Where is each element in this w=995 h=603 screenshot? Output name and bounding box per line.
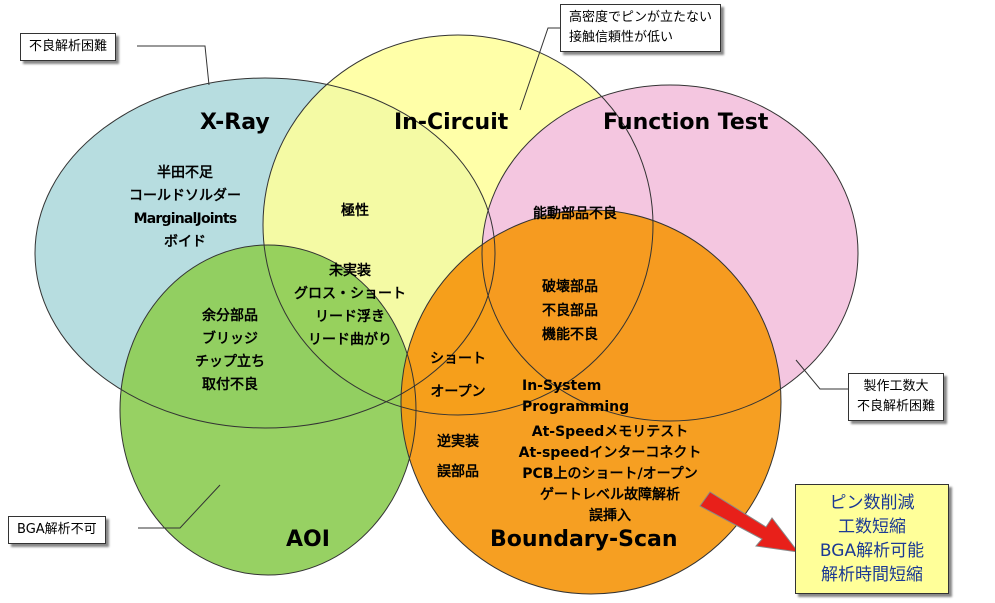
arrow-icon bbox=[699, 491, 800, 553]
incircuit-items: 極性 bbox=[320, 200, 390, 223]
list-item: グロス・ショート bbox=[294, 286, 406, 302]
callout-incircuit: 高密度でピンが立たない 接触信頼性が低い bbox=[560, 4, 722, 52]
benefits-box: ピン数削減 工数短縮 BGA解析可能 解析時間短縮 bbox=[795, 484, 949, 594]
incircuit-title: In-Circuit bbox=[394, 110, 509, 135]
list-item: In-System bbox=[522, 378, 602, 394]
benefit-item: 工数短縮 bbox=[838, 517, 906, 537]
overlap-xray-aoi-incircuit: 未実装 グロス・ショート リード浮き リード曲がり bbox=[285, 260, 415, 352]
overlap-incircuit-aoi-boundary: ショート オープン bbox=[418, 343, 498, 409]
list-item: 逆実装 bbox=[437, 434, 479, 450]
list-item: 能動部品不良 bbox=[533, 206, 617, 222]
list-item: Programming bbox=[522, 399, 630, 415]
benefit-item: 解析時間短縮 bbox=[821, 565, 923, 585]
callout-function: 製作工数大 不良解析困難 bbox=[848, 373, 945, 421]
callout-line: 高密度でピンが立たない bbox=[569, 10, 713, 25]
callout-xray: 不良解析困難 bbox=[20, 33, 117, 61]
list-item: リード曲がり bbox=[308, 332, 392, 348]
list-item: PCB上のショート/オープン bbox=[522, 466, 698, 482]
xray-items: 半田不足 コールドソルダー MarginalJoints ボイド bbox=[115, 162, 255, 254]
aoi-circle bbox=[120, 245, 416, 575]
list-item: 破壊部品 bbox=[542, 279, 598, 295]
function-items: 能動部品不良 bbox=[515, 203, 635, 226]
list-item: リード浮き bbox=[315, 309, 385, 325]
callout-line: 製作工数大 bbox=[863, 379, 929, 394]
list-item: At-Speedメモリテスト bbox=[531, 424, 689, 440]
list-item: 余分部品 bbox=[202, 308, 258, 324]
list-item: 取付不良 bbox=[202, 377, 258, 393]
list-item: 半田不足 bbox=[157, 165, 213, 181]
list-item: ブリッジ bbox=[202, 331, 258, 347]
overlap-aoi-boundary: 逆実装 誤部品 bbox=[418, 427, 498, 487]
aoi-title: AOI bbox=[286, 527, 330, 552]
list-item: チップ立ち bbox=[195, 354, 265, 370]
xray-title: X-Ray bbox=[200, 110, 270, 135]
list-item: 誤挿入 bbox=[589, 508, 631, 524]
overlap-function-boundary: 破壊部品 不良部品 機能不良 bbox=[525, 275, 615, 347]
list-item: 誤部品 bbox=[437, 464, 479, 480]
list-item: 不良部品 bbox=[542, 303, 598, 319]
boundary-circle bbox=[401, 210, 781, 594]
boundary-items: At-Speedメモリテスト At-speedインターコネクト PCB上のショー… bbox=[495, 422, 725, 527]
boundary-title: Boundary-Scan bbox=[490, 527, 678, 552]
list-item: 極性 bbox=[341, 203, 369, 219]
callout-aoi: BGA解析不可 bbox=[8, 516, 106, 544]
boundary-items-isp: In-System Programming bbox=[522, 376, 629, 418]
aoi-items: 余分部品 ブリッジ チップ立ち 取付不良 bbox=[180, 305, 280, 397]
list-item: 機能不良 bbox=[542, 327, 598, 343]
benefit-item: ピン数削減 bbox=[829, 493, 915, 513]
list-item: At-speedインターコネクト bbox=[518, 445, 702, 461]
list-item: オープン bbox=[430, 384, 486, 400]
list-item: ショート bbox=[430, 351, 486, 367]
list-item: コールドソルダー bbox=[129, 188, 241, 204]
benefit-item: BGA解析可能 bbox=[819, 541, 925, 561]
list-item: ゲートレベル故障解析 bbox=[540, 487, 680, 503]
list-item: MarginalJoints bbox=[133, 211, 238, 227]
callout-line: 接触信頼性が低い bbox=[569, 30, 674, 45]
callout-line: 不良解析困難 bbox=[857, 399, 936, 414]
list-item: ボイド bbox=[164, 234, 206, 250]
list-item: 未実装 bbox=[329, 263, 371, 279]
function-title: Function Test bbox=[603, 110, 769, 135]
